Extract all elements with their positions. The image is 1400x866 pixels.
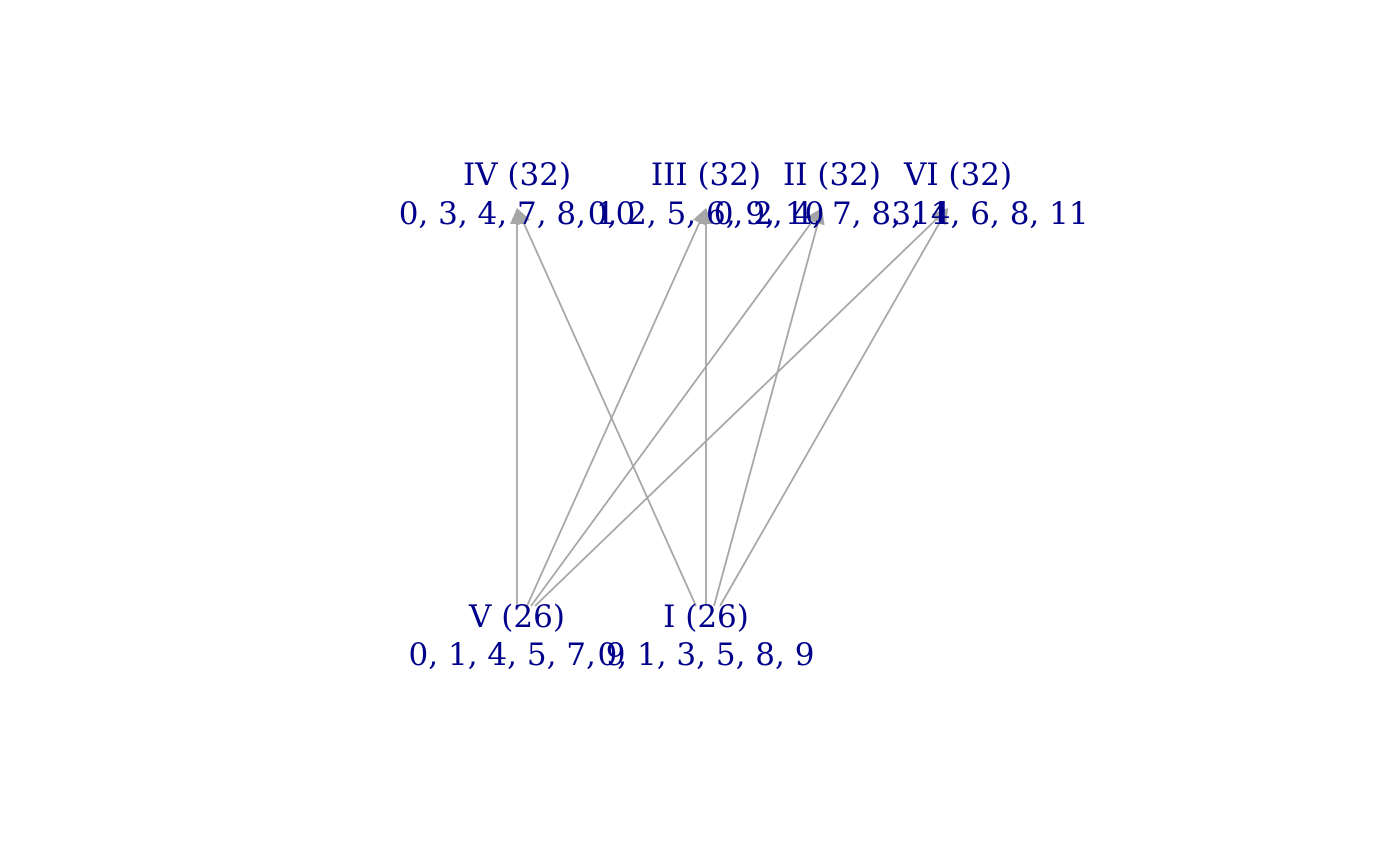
- node-vi-title: VI (32): [903, 157, 1012, 193]
- edge-i-to-ii: [713, 208, 825, 607]
- edge-i-to-vi: [719, 208, 948, 607]
- node-v-set: 0, 1, 4, 5, 7, 9: [409, 637, 626, 673]
- edge-i-to-iv: [517, 208, 697, 607]
- edge-i-to-iii: [699, 208, 713, 606]
- edge-line: [534, 218, 938, 607]
- node-i-set: 0, 1, 3, 5, 8, 9: [598, 637, 815, 673]
- edge-v-to-iv: [510, 208, 524, 606]
- node-iii-title: III (32): [651, 157, 761, 193]
- edge-line: [713, 223, 819, 607]
- node-vi: VI (32) 3, 4, 6, 8, 11: [891, 157, 1088, 232]
- edge-line: [522, 222, 697, 607]
- edge-v-to-vi: [534, 208, 948, 607]
- node-ii-title: II (32): [783, 157, 881, 193]
- arrowhead-icon: [933, 208, 948, 226]
- arrowhead-icon: [811, 208, 825, 226]
- node-i-title: I (26): [663, 599, 749, 635]
- node-iv-title: IV (32): [463, 157, 571, 193]
- edge-v-to-ii: [530, 208, 822, 607]
- edge-line: [530, 220, 814, 607]
- node-iii: III (32) 0, 2, 5, 6, 9, 10: [588, 157, 825, 232]
- node-i: I (26) 0, 1, 3, 5, 8, 9: [598, 599, 815, 673]
- edges-layer: [510, 208, 948, 607]
- edge-line: [719, 221, 941, 607]
- node-v-title: V (26): [468, 599, 565, 635]
- node-ii: II (32) 0, 2, 4, 7, 8, 11: [714, 157, 951, 232]
- node-v: V (26) 0, 1, 4, 5, 7, 9: [409, 599, 626, 673]
- nodes-layer: IV (32) 0, 3, 4, 7, 8, 10 III (32) 0, 2,…: [399, 157, 1089, 673]
- edge-v-to-iii: [526, 208, 706, 607]
- arrowhead-icon: [517, 208, 530, 226]
- node-iv: IV (32) 0, 3, 4, 7, 8, 10: [399, 157, 636, 232]
- node-iv-set: 0, 3, 4, 7, 8, 10: [399, 196, 636, 232]
- arrowhead-icon: [699, 208, 713, 224]
- node-vi-set: 3, 4, 6, 8, 11: [891, 196, 1088, 232]
- edge-line: [526, 222, 701, 607]
- node-iii-set: 0, 2, 5, 6, 9, 10: [588, 196, 825, 232]
- node-ii-set: 0, 2, 4, 7, 8, 11: [714, 196, 951, 232]
